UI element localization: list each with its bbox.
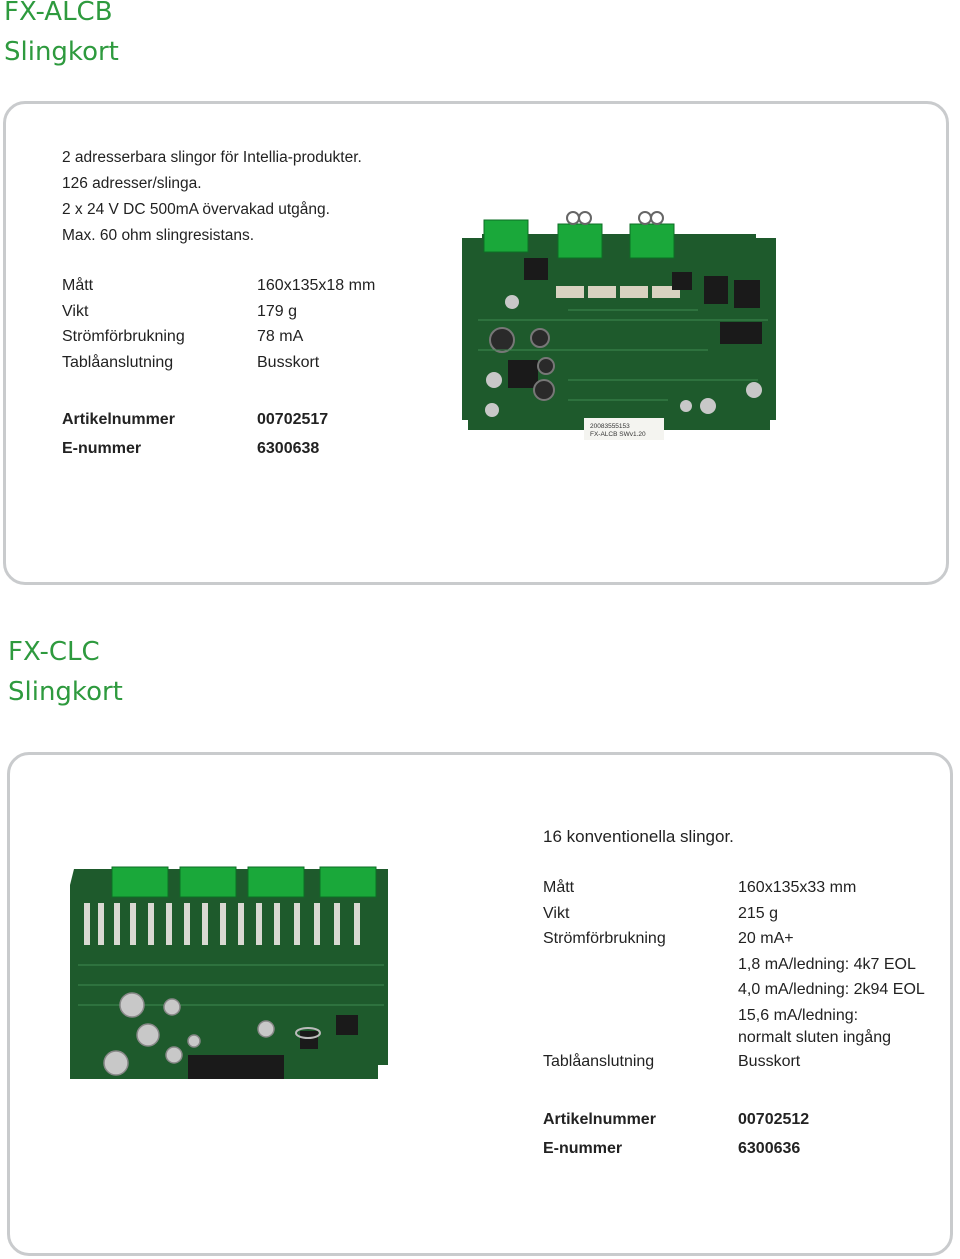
article-info: Artikelnummer 00702512 E-nummer 6300636 (543, 1105, 943, 1163)
product-model-title: FX-ALCB (4, 0, 113, 27)
spec-row: 4,0 mA/ledning: 2k94 EOL (543, 977, 943, 1003)
e-number-label: E-nummer (62, 440, 142, 457)
spec-label: Vikt (62, 302, 89, 320)
description-line: 2 x 24 V DC 500mA övervakad utgång. (62, 201, 330, 218)
spec-label: Tablåanslutning (543, 1052, 655, 1070)
product-image-fx-clc (68, 865, 396, 1081)
spec-label: Mått (543, 879, 575, 896)
product-model-title: FX-CLC (8, 637, 100, 667)
spec-row: 1,8 mA/ledning: 4k7 EOL (543, 952, 943, 978)
spec-label: Vikt (543, 904, 570, 922)
e-number-label: E-nummer (543, 1140, 623, 1157)
spec-row: Strömförbrukning 20 mA+ (543, 926, 943, 952)
spec-label (543, 977, 738, 1003)
e-number: 6300636 (738, 1140, 801, 1157)
spec-table: Mått 160x135x18 mm Vikt 179 g Strömförbruk… (62, 273, 442, 375)
board-version-label: FX-ALCB SWv1.20 (590, 431, 646, 438)
spec-row: Vikt 179 g (62, 299, 442, 325)
circuit-board-illustration: 20083555153 FX-ALCB SWv1.20 (462, 211, 776, 440)
product-image-fx-alcb: 20083555153 FX-ALCB SWv1.20 (458, 210, 780, 440)
article-number-label: Artikelnummer (543, 1111, 656, 1128)
spec-value: 160x135x18 mm (257, 277, 376, 294)
circuit-board-illustration (70, 866, 388, 1079)
description-line: Max. 60 ohm slingresistans. (62, 227, 255, 244)
spec-row: 15,6 mA/ledning: normalt sluten ingång (543, 1003, 943, 1049)
spec-value: 179 g (257, 302, 298, 320)
article-number: 00702517 (257, 411, 329, 428)
spec-row: Mått 160x135x33 mm (543, 875, 943, 901)
spec-value: 160x135x33 mm (738, 879, 857, 896)
spec-label: Mått (62, 277, 94, 294)
spec-row: Mått 160x135x18 mm (62, 273, 442, 299)
spec-row: Vikt 215 g (543, 901, 943, 927)
description-line: 16 konventionella slingor. (543, 827, 734, 846)
description-line: 126 adresser/slinga. (62, 175, 202, 192)
board-serial-label: 20083555153 (590, 423, 630, 430)
spec-value: 20 mA+ (738, 930, 794, 947)
spec-label (543, 1005, 738, 1049)
article-number: 00702512 (738, 1111, 810, 1128)
spec-value: Busskort (257, 353, 320, 371)
spec-value: 15,6 mA/ledning: normalt sluten ingång (738, 1006, 891, 1046)
description-line: 2 adresserbara slingor för Intellia-prod… (62, 149, 362, 166)
spec-label: Strömförbrukning (543, 930, 666, 947)
article-number-label: Artikelnummer (62, 411, 175, 428)
spec-label: Strömförbrukning (62, 328, 185, 345)
spec-label (543, 952, 738, 978)
spec-row: Tablåanslutning Busskort (543, 1049, 943, 1075)
spec-row: Strömförbrukning 78 mA (62, 324, 442, 350)
e-number: 6300638 (257, 440, 320, 457)
spec-row: Tablåanslutning Busskort (62, 350, 442, 376)
spec-value: 4,0 mA/ledning: 2k94 EOL (738, 981, 925, 998)
spec-value: Busskort (738, 1052, 801, 1070)
spec-value: 215 g (738, 904, 779, 922)
spec-label: Tablåanslutning (62, 353, 174, 371)
article-info: Artikelnummer 00702517 E-nummer 6300638 (62, 405, 442, 463)
spec-value: 78 mA (257, 328, 304, 345)
product-subtitle: Slingkort (4, 37, 119, 67)
product-subtitle: Slingkort (8, 677, 123, 707)
spec-table: Mått 160x135x33 mm Vikt 215 g Strömförbruk… (543, 875, 943, 1074)
spec-value: 1,8 mA/ledning: 4k7 EOL (738, 955, 916, 973)
